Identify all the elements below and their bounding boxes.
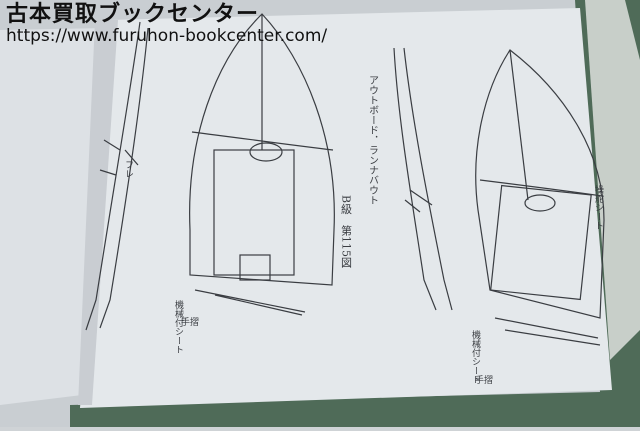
hull-keel-line-right bbox=[509, 49, 529, 201]
gutter-shadow bbox=[78, 20, 118, 405]
cockpit-right bbox=[490, 184, 592, 301]
profile-details bbox=[99, 139, 139, 176]
cockpit-left bbox=[213, 149, 295, 276]
left-page bbox=[0, 28, 108, 405]
boat-profile-middle bbox=[393, 47, 437, 311]
watermark: 古本買取ブックセンター https://www.furuhon-bookcent… bbox=[6, 2, 327, 47]
figure-number: 第115図 bbox=[340, 224, 353, 268]
figure-title: B級 bbox=[340, 195, 353, 215]
watermark-url: https://www.furuhon-bookcenter.com/ bbox=[6, 26, 328, 47]
watermark-title: 古本買取ブックセンター bbox=[6, 2, 260, 27]
hull-deck-line-right bbox=[479, 179, 603, 197]
right-boat-label-bottom: 手摺 bbox=[475, 374, 493, 386]
right-boat-label-left: 機械付シート bbox=[470, 329, 481, 384]
steering-wheel-right bbox=[524, 194, 556, 212]
left-boat-label-side: フレ bbox=[123, 160, 133, 178]
technical-drawing bbox=[85, 13, 605, 346]
left-boat-label-left: 機械付シート bbox=[173, 299, 184, 354]
cover-edge bbox=[585, 0, 640, 360]
hull-deck-line-left bbox=[191, 131, 334, 151]
figure-caption: アウトボード．ランナバウト bbox=[367, 75, 379, 205]
book-cover bbox=[70, 0, 640, 427]
hull-top-view-right bbox=[475, 49, 605, 319]
boat-profile-left bbox=[85, 21, 141, 331]
engine-mount-left bbox=[239, 254, 271, 281]
right-boat-label-right: 操舵シート bbox=[593, 184, 604, 230]
stern-lines-left bbox=[194, 289, 306, 316]
steering-wheel-left bbox=[249, 142, 283, 162]
left-boat-label-bottom: 手摺 bbox=[181, 316, 199, 328]
boat-profile-middle-inner bbox=[403, 47, 453, 311]
boat-profile-left-inner bbox=[99, 27, 149, 329]
main-page bbox=[80, 8, 612, 408]
middle-profile-details bbox=[404, 189, 433, 213]
stern-lines-right bbox=[494, 317, 601, 346]
